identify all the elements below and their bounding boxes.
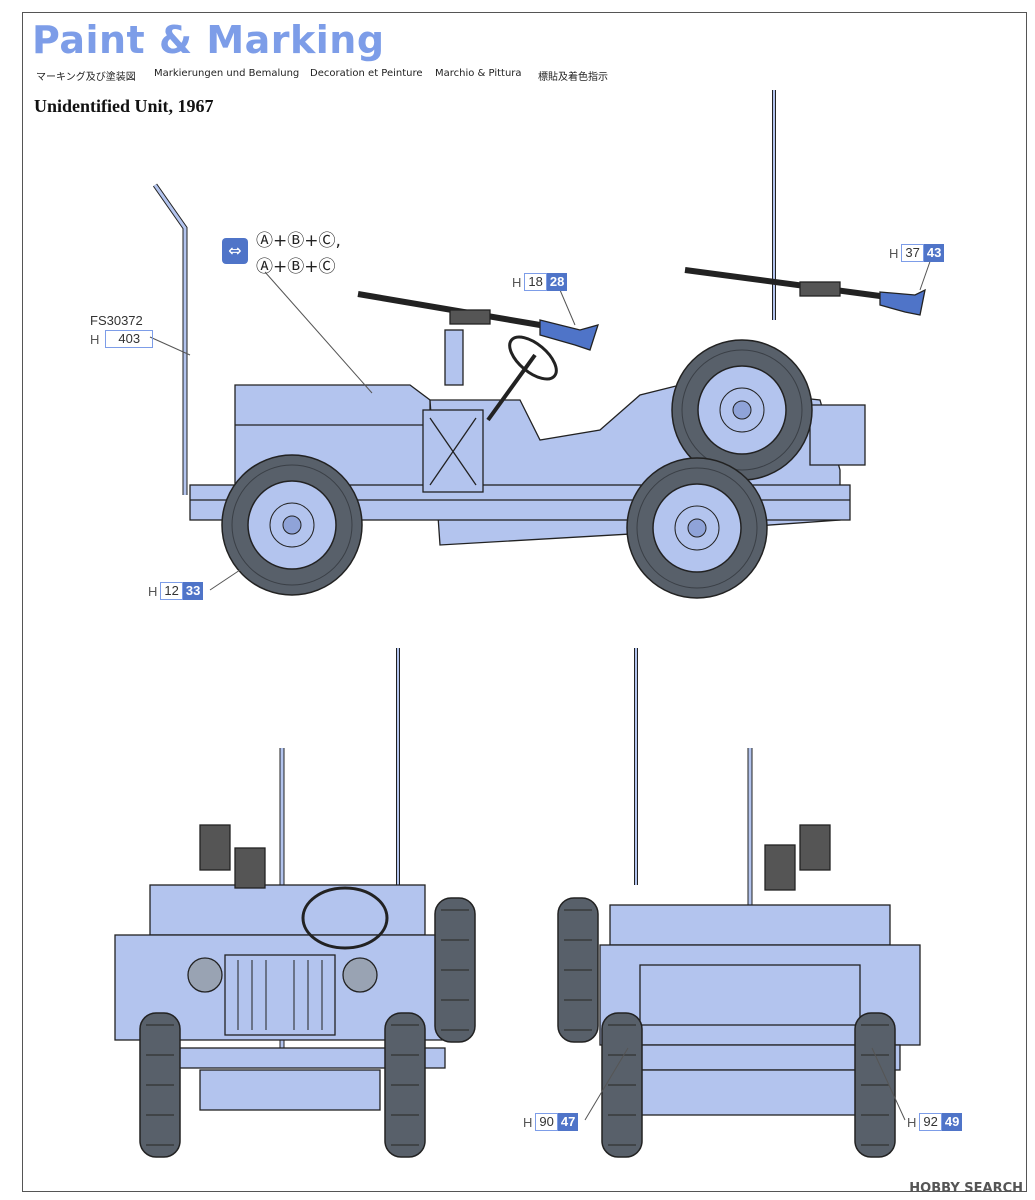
decal-line-2: Ⓐ+Ⓑ+Ⓒ: [256, 257, 336, 277]
front-view: [114, 648, 476, 1158]
lang-chinese: 標貼及着色指示: [538, 72, 608, 83]
callout-mg-rear: H 37 43: [889, 244, 945, 262]
watermark: HOBBY SEARCH: [909, 1181, 1023, 1196]
paint-code: 18: [524, 273, 547, 291]
fs-code-callout: H 403: [90, 330, 154, 348]
lang-japanese: マーキング及び塗装図: [36, 72, 136, 83]
rear-view: [557, 648, 921, 1158]
h-prefix: H: [512, 274, 522, 290]
decal-reference: ⇔ Ⓐ+Ⓑ+Ⓒ, Ⓐ+Ⓑ+Ⓒ: [222, 228, 341, 280]
paint-code: 90: [535, 1113, 558, 1131]
decal-icon: ⇔: [222, 238, 248, 264]
page-title: Paint & Marking: [32, 18, 385, 62]
paint-code-accent: 33: [182, 582, 204, 600]
unit-subtitle: Unidentified Unit, 1967: [34, 96, 214, 116]
fs-code-label: FS30372: [90, 313, 143, 328]
paint-code-accent: 47: [557, 1113, 579, 1131]
paint-code: 92: [919, 1113, 942, 1131]
paint-code-accent: 49: [941, 1113, 963, 1131]
h-prefix: H: [523, 1114, 533, 1130]
lang-italian: Marchio & Pittura: [435, 68, 522, 79]
paint-code-accent: 43: [923, 244, 945, 262]
callout-mg-front: H 18 28: [512, 273, 568, 291]
h-code: 403: [105, 330, 154, 348]
callout-lamp-left: H 90 47: [523, 1113, 579, 1131]
lang-french: Decoration et Peinture: [310, 68, 423, 79]
paint-code-accent: 28: [546, 273, 568, 291]
paint-code: 12: [160, 582, 183, 600]
page-frame: [22, 12, 1027, 1192]
callout-tire: H 12 33: [148, 582, 204, 600]
h-prefix: H: [148, 583, 158, 599]
callout-lamp-right: H 92 49: [907, 1113, 963, 1131]
paint-code: 37: [901, 244, 924, 262]
h-prefix: H: [90, 331, 100, 347]
lang-german: Markierungen und Bemalung: [154, 68, 300, 79]
side-view: [152, 90, 926, 599]
decal-line-1: Ⓐ+Ⓑ+Ⓒ,: [256, 231, 341, 251]
h-prefix: H: [907, 1114, 917, 1130]
h-prefix: H: [889, 245, 899, 261]
